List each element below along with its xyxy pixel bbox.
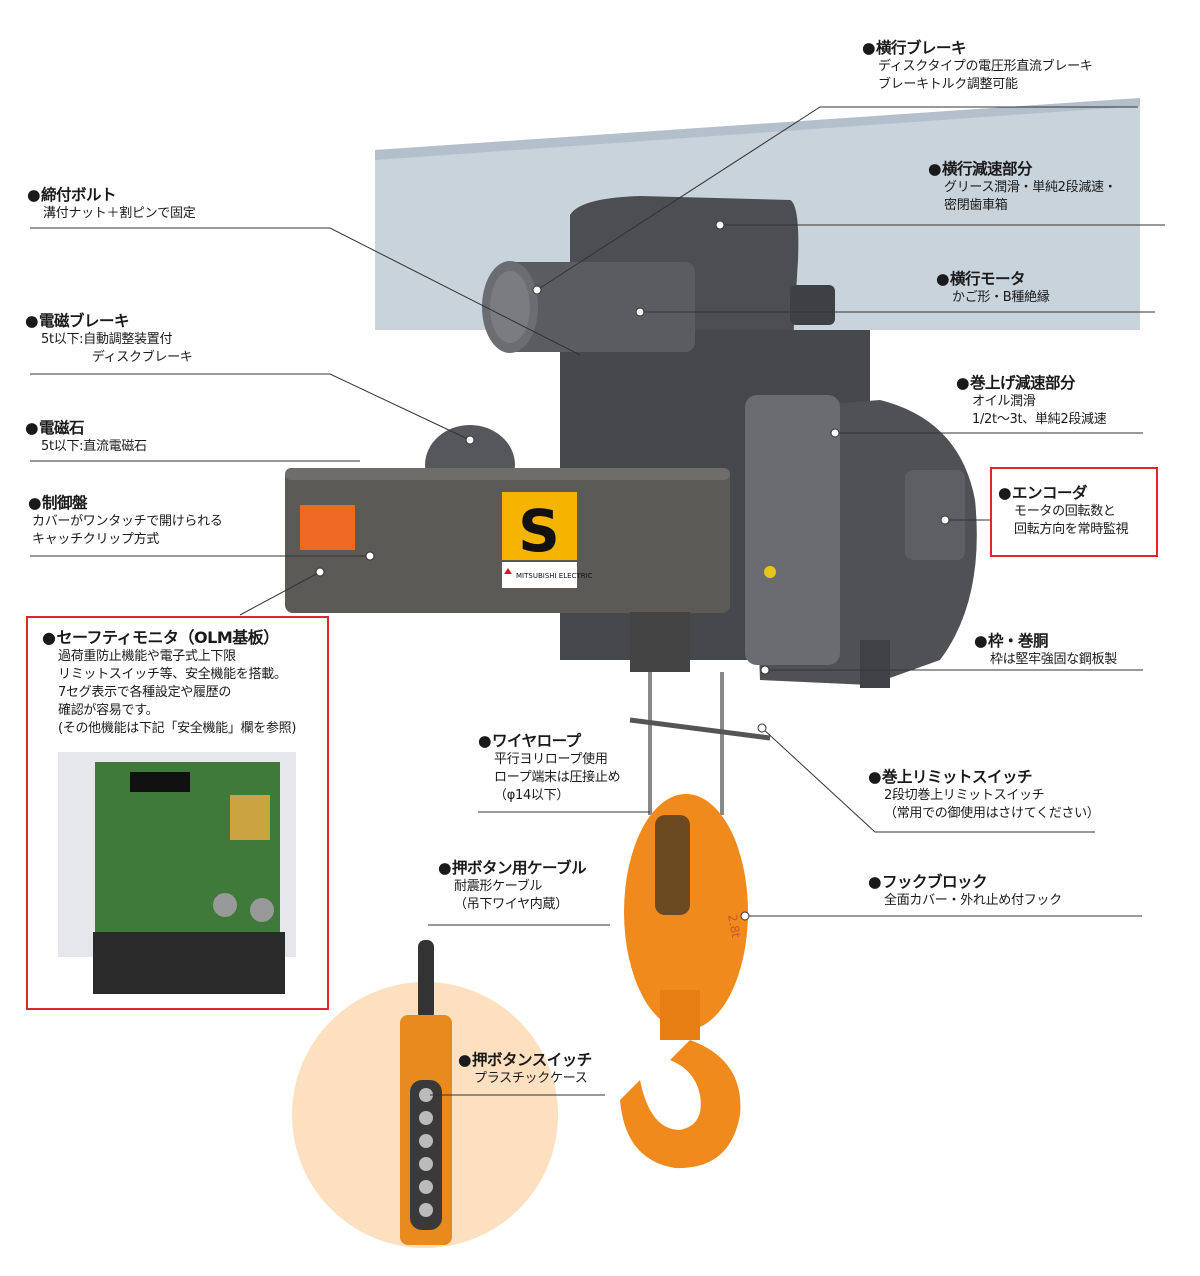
label-encoder: エンコーダ モータの回転数と 回転方向を常時監視 <box>998 483 1129 539</box>
label-traverse-reducer: 横行減速部分 グリース潤滑・単純2段減速・ 密閉歯車箱 <box>928 159 1117 215</box>
leader-lines <box>30 106 1165 1096</box>
label-hoist-reducer: 巻上げ減速部分 オイル潤滑 1/2t〜3t、単純2段減速 <box>956 373 1107 429</box>
badge-letter: S <box>518 497 560 565</box>
warning-label <box>300 505 355 550</box>
label-pushbutton-switch: 押ボタンスイッチ プラスチックケース <box>458 1050 592 1088</box>
encoder-highlight-box <box>990 467 1158 557</box>
brand-name: MITSUBISHI ELECTRIC <box>516 572 593 580</box>
hook-capacity: 2.8t <box>725 913 743 939</box>
safety-monitor-highlight-box <box>26 616 329 1010</box>
label-frame-drum: 枠・巻胴 枠は堅牢強固な鋼板製 <box>974 631 1117 669</box>
hook <box>620 1040 741 1169</box>
s-badge <box>502 492 577 560</box>
label-electromagnet: 電磁石 5t以下:直流電磁石 <box>25 418 147 456</box>
label-electromagnetic-brake: 電磁ブレーキ 5t以下:自動調整装置付 ディスクブレーキ <box>25 311 193 367</box>
label-traverse-motor: 横行モータ かご形・B種絶縁 <box>936 269 1050 307</box>
label-traverse-brake: 横行ブレーキ ディスクタイプの電圧形直流ブレーキ ブレーキトルク調整可能 <box>862 38 1093 94</box>
label-pendant-cable: 押ボタン用ケーブル 耐震形ケーブル （吊下ワイヤ内蔵） <box>438 858 587 914</box>
traverse-motor <box>505 262 695 352</box>
label-hook-block: フックブロック 全面カバー・外れ止め付フック <box>868 872 1062 910</box>
label-fastening-bolt: 締付ボルト 溝付ナット＋割ピンで固定 <box>27 185 196 223</box>
label-safety-monitor: セーフティモニタ（OLM基板） 過荷重防止機能や電子式上下限 リミットスイッチ等… <box>42 628 296 738</box>
label-control-panel: 制御盤 カバーがワンタッチで開けられる キャッチクリップ方式 <box>28 493 223 549</box>
label-wire-rope: ワイヤロープ 平行ヨリロープ使用 ロープ端末は圧接止め （φ14以下） <box>478 731 621 805</box>
label-hoist-limit-switch: 巻上リミットスイッチ 2段切巻上リミットスイッチ （常用での御使用はさけてくださ… <box>868 767 1100 823</box>
limit-switch-arm <box>629 717 771 741</box>
